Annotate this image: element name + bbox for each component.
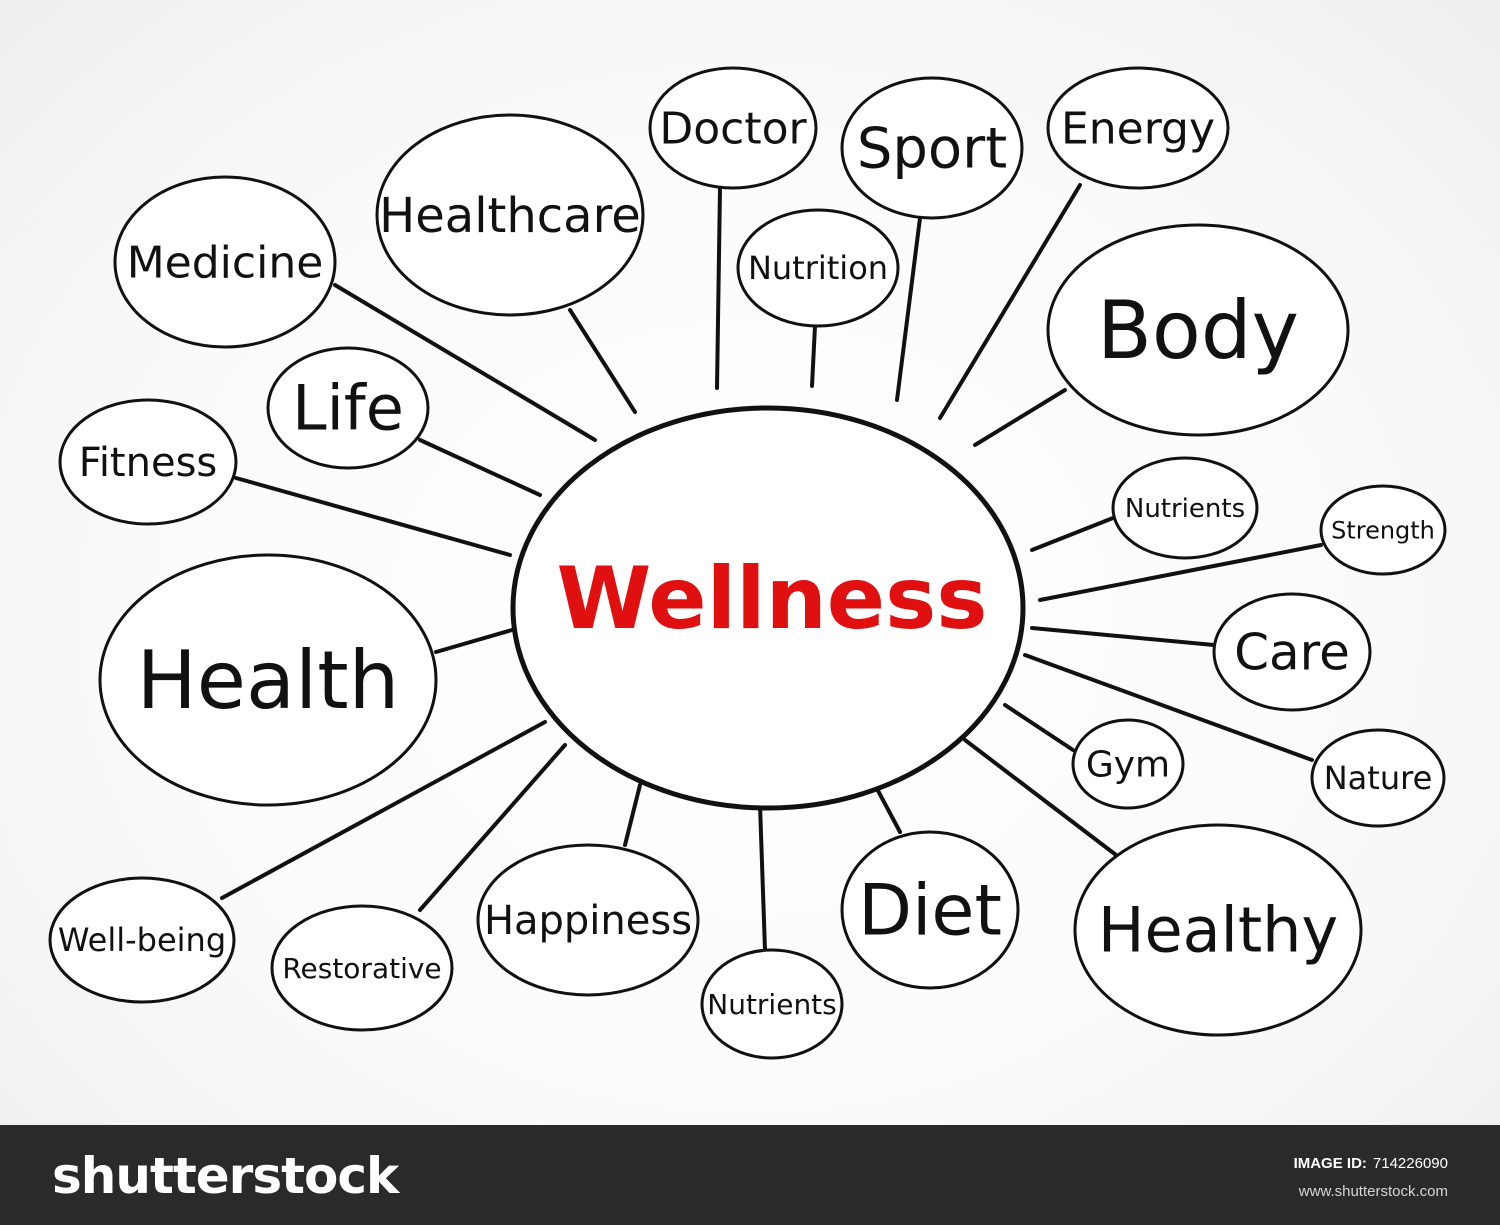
site-url: www.shutterstock.com <box>1298 1183 1448 1200</box>
node-nutrients-bottom-ellipse <box>700 948 844 1060</box>
node-restorative: Restorative <box>270 904 454 1032</box>
node-health-label: Health <box>137 634 400 727</box>
node-energy-ellipse <box>1046 66 1230 190</box>
connector-medicine <box>333 283 597 442</box>
node-doctor: Doctor <box>648 66 818 190</box>
node-nature-label: Nature <box>1324 759 1433 797</box>
center-ellipse <box>510 405 1026 811</box>
connector-strength <box>1038 543 1323 602</box>
node-medicine: Medicine <box>113 175 337 349</box>
connector-restorative <box>418 743 567 912</box>
node-healthy-ellipse <box>1073 823 1363 1037</box>
node-energy-label: Energy <box>1061 103 1215 154</box>
node-nutrients-bottom-label: Nutrients <box>707 988 837 1021</box>
node-strength: Strength <box>1319 484 1447 576</box>
node-care: Care <box>1212 592 1372 712</box>
node-doctor-label: Doctor <box>659 103 807 154</box>
node-strength-ellipse <box>1319 484 1447 576</box>
connector-health <box>434 628 514 654</box>
node-well-being-label: Well-being <box>58 921 226 959</box>
node-healthy-label: Healthy <box>1098 894 1338 967</box>
node-gym-label: Gym <box>1086 745 1170 786</box>
connector-body <box>973 388 1067 447</box>
footer-bar: shutterstock IMAGE ID: 714226090 www.shut… <box>0 1125 1500 1225</box>
node-restorative-label: Restorative <box>282 952 441 985</box>
node-care-ellipse <box>1212 592 1372 712</box>
connector-nutrition <box>810 324 817 388</box>
connector-fitness <box>234 476 512 557</box>
mind-map: Medicine Healthcare Doctor Sport EnergyNutri… <box>48 66 1447 1060</box>
node-body: Body <box>1046 223 1350 437</box>
node-diet-label: Diet <box>858 870 1002 952</box>
connector-happiness <box>623 783 642 847</box>
node-nutrition-ellipse <box>736 208 900 328</box>
node-nutrition-label: Nutrition <box>748 249 888 287</box>
connector-nutrients-right <box>1030 516 1115 552</box>
node-nature-ellipse <box>1310 728 1446 828</box>
node-health: Health <box>98 553 438 807</box>
connector-diet <box>873 783 902 834</box>
node-diet: Diet <box>840 830 1020 990</box>
connector-sport <box>895 216 922 402</box>
node-nutrients-right-ellipse <box>1111 456 1259 560</box>
node-nutrients-right: Nutrients <box>1111 456 1259 560</box>
node-nutrients-right-label: Nutrients <box>1125 494 1245 524</box>
node-sport-ellipse <box>840 76 1024 220</box>
connector-doctor <box>715 186 722 390</box>
connector-well-being <box>220 720 547 900</box>
node-nutrients-bottom: Nutrients <box>700 948 844 1060</box>
node-strength-label: Strength <box>1331 516 1435 544</box>
node-life-label: Life <box>292 372 404 445</box>
connector-nutrients-bottom <box>758 803 767 952</box>
node-restorative-ellipse <box>270 904 454 1032</box>
connector-nature <box>1023 653 1314 762</box>
node-group: Medicine Healthcare Doctor Sport EnergyNutri… <box>48 66 1447 1060</box>
node-fitness-ellipse <box>58 398 238 526</box>
node-body-label: Body <box>1097 284 1299 377</box>
connector-lines <box>220 183 1323 952</box>
node-gym: Gym <box>1071 718 1185 810</box>
connector-healthcare <box>568 308 637 414</box>
connector-care <box>1030 626 1216 647</box>
image-id-label: IMAGE ID: <box>1293 1155 1367 1172</box>
connector-energy <box>938 183 1082 420</box>
node-sport-label: Sport <box>857 117 1007 182</box>
node-healthcare-label: Healthcare <box>379 188 641 244</box>
node-healthcare: Healthcare <box>375 113 645 317</box>
node-life-ellipse <box>266 346 430 470</box>
node-well-being-ellipse <box>48 876 236 1004</box>
image-id-value: 714226090 <box>1372 1155 1448 1172</box>
node-gym-ellipse <box>1071 718 1185 810</box>
center-label: Wellness <box>556 549 987 649</box>
node-doctor-ellipse <box>648 66 818 190</box>
brand-logo-text: shutterstock <box>52 1147 399 1205</box>
connector-gym <box>1003 703 1075 752</box>
node-body-ellipse <box>1046 223 1350 437</box>
node-sport: Sport <box>840 76 1024 220</box>
node-health-ellipse <box>98 553 438 807</box>
node-life: Life <box>266 346 430 470</box>
node-well-being: Well-being <box>48 876 236 1004</box>
node-nutrition: Nutrition <box>736 208 900 328</box>
node-happiness-ellipse <box>476 843 700 997</box>
node-healthy: Healthy <box>1073 823 1363 1037</box>
node-healthcare-ellipse <box>375 113 645 317</box>
node-medicine-label: Medicine <box>127 237 324 288</box>
center-node: Wellness <box>510 405 1026 811</box>
node-diet-ellipse <box>840 830 1020 990</box>
node-fitness-label: Fitness <box>79 440 218 486</box>
connector-healthy <box>963 738 1122 860</box>
node-happiness: Happiness <box>476 843 700 997</box>
node-happiness-label: Happiness <box>484 898 692 944</box>
node-energy: Energy <box>1046 66 1230 190</box>
node-medicine-ellipse <box>113 175 337 349</box>
node-nature: Nature <box>1310 728 1446 828</box>
node-fitness: Fitness <box>58 398 238 526</box>
image-id-row: IMAGE ID: 714226090 <box>1294 1155 1448 1172</box>
connector-life <box>418 438 542 497</box>
node-care-label: Care <box>1234 624 1350 682</box>
